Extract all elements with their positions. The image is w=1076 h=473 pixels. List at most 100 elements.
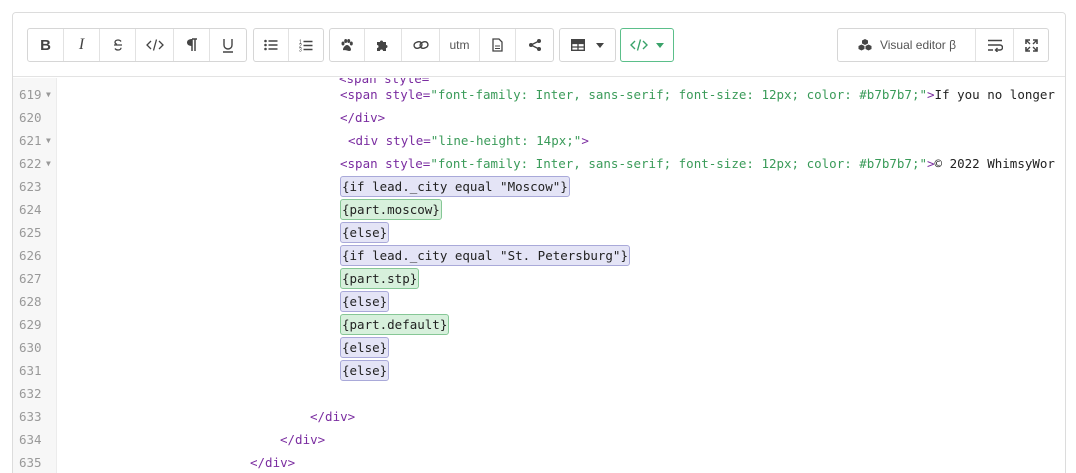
code-icon (630, 39, 648, 51)
link-button[interactable] (402, 29, 440, 61)
fold-arrow-icon[interactable]: ▼ (46, 90, 51, 99)
template-tag: {else} (340, 360, 390, 381)
line-number: 625 (19, 225, 42, 240)
template-part: {part.default} (340, 314, 450, 335)
code-line: 629{part.default} (13, 313, 1065, 336)
line-number: 623 (19, 179, 42, 194)
template-part: {part.stp} (340, 268, 420, 289)
table-dropdown[interactable] (560, 29, 615, 61)
code-text: <span style="font-family: Inter, sans-se… (340, 152, 1055, 175)
code-icon (145, 39, 164, 51)
bullet-list-icon (263, 39, 278, 51)
share-button[interactable] (516, 29, 553, 61)
code-line: 620 </div> (13, 106, 1065, 129)
fold-arrow-icon[interactable]: ▼ (46, 136, 51, 145)
line-number: 619 (19, 87, 42, 102)
bold-button[interactable]: B (28, 29, 64, 61)
paw-button[interactable] (330, 29, 365, 61)
strikethrough-button[interactable] (100, 29, 136, 61)
utm-button[interactable]: utm (440, 29, 480, 61)
line-number: 631 (19, 363, 42, 378)
code-line: 623 {if lead._city equal "Moscow"} (13, 175, 1065, 198)
svg-text:1: 1 (299, 39, 302, 45)
code-token: > (927, 87, 935, 102)
line-number: 628 (19, 294, 42, 309)
code-text: <div style="line-height: 14px;"> (348, 129, 589, 152)
template-part: {part.moscow} (340, 199, 442, 220)
code-token: style= (385, 87, 431, 102)
code-token: "line-height: 14px;" (430, 133, 582, 148)
code-line: 621 ▼ <div style="line-height: 14px;"> (13, 129, 1065, 152)
link-icon (412, 40, 429, 50)
inline-code-button[interactable] (136, 29, 174, 61)
code-token: </div> (250, 455, 296, 470)
code-token: > (581, 133, 589, 148)
italic-button[interactable]: I (64, 29, 100, 61)
underline-button[interactable] (210, 29, 246, 61)
code-text: {else} (340, 336, 390, 359)
code-line: 634</div> (13, 428, 1065, 451)
puzzle-icon (377, 40, 388, 51)
code-text: {else} (340, 359, 390, 382)
code-token: style= (385, 156, 431, 171)
line-number: 626 (19, 248, 42, 263)
format-group: B I (27, 28, 247, 62)
file-button[interactable] (480, 29, 516, 61)
paw-icon (341, 38, 353, 51)
code-token: "font-family: Inter, sans-serif; font-si… (430, 156, 928, 171)
code-area[interactable]: <span style= 619▼<span style="font-famil… (13, 78, 1065, 473)
code-line: 633 </div> (13, 405, 1065, 428)
code-line: 624{part.moscow} (13, 198, 1065, 221)
code-text: </div> (340, 106, 385, 129)
italic-icon: I (78, 36, 85, 53)
code-line-partial: <span style= (339, 78, 430, 86)
fold-arrow-icon[interactable]: ▼ (46, 159, 51, 168)
line-number: 627 (19, 271, 42, 286)
code-text: {part.stp} (340, 267, 420, 290)
code-text: </div> (310, 405, 355, 428)
line-number: 621 (19, 133, 42, 148)
code-line: 635 </div> (13, 451, 1065, 473)
caret-down-icon (596, 42, 604, 48)
code-text: {else} (340, 290, 390, 313)
caret-down-icon (656, 42, 664, 48)
word-wrap-button[interactable] (976, 29, 1014, 61)
bullet-list-button[interactable] (254, 29, 289, 61)
cubes-icon (858, 39, 872, 51)
code-token: <span (340, 87, 386, 102)
insert-group: utm (329, 28, 554, 62)
code-token: </div> (280, 432, 326, 447)
code-token: <span (340, 156, 386, 171)
share-icon (528, 39, 541, 51)
underline-icon (223, 38, 233, 53)
fullscreen-button[interactable] (1014, 29, 1048, 61)
line-number: 620 (19, 110, 42, 125)
code-token: © 2022 WhimsyWor (934, 156, 1055, 171)
code-line: 628 {else} (13, 290, 1065, 313)
line-number: 633 (19, 409, 42, 424)
code-line: 625{else} (13, 221, 1065, 244)
line-number: 635 (19, 455, 42, 470)
code-token: > (927, 156, 935, 171)
svg-text:3: 3 (299, 47, 302, 52)
paragraph-button[interactable] (174, 29, 210, 61)
code-text: <span style="font-family: Inter, sans-se… (340, 83, 1055, 106)
bold-icon: B (40, 36, 51, 54)
code-text: {part.moscow} (340, 198, 442, 221)
strikethrough-icon (113, 39, 122, 51)
code-line: 626 {if lead._city equal "St. Petersburg"… (13, 244, 1065, 267)
visual-editor-button[interactable]: Visual editor β (838, 29, 976, 61)
table-group (559, 28, 616, 62)
code-text: {if lead._city equal "Moscow"} (340, 175, 570, 198)
line-number: 632 (19, 386, 42, 401)
numbered-list-icon: 123 (299, 39, 313, 52)
source-mode-group (620, 28, 674, 62)
source-mode-dropdown[interactable] (621, 29, 673, 61)
code-text: {if lead._city equal "St. Petersburg"} (340, 244, 630, 267)
pilcrow-icon (186, 38, 197, 51)
plugin-button[interactable] (365, 29, 402, 61)
code-token: </div> (340, 110, 386, 125)
